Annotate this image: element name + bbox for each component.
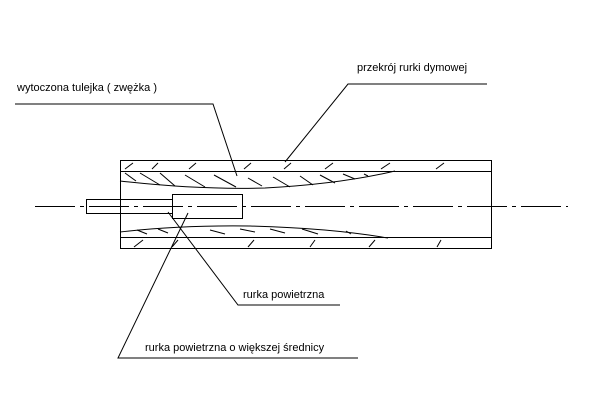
- bushing-upper-curve: [119, 170, 396, 189]
- bushing-hatching: [124, 172, 369, 235]
- leader-lines: [15, 83, 487, 359]
- leader-bushing: [15, 103, 238, 177]
- bushing-lower-curve: [119, 225, 389, 239]
- smoke-tube-outline: [120, 160, 492, 249]
- label-air-tube: rurka powietrzna: [243, 289, 325, 301]
- label-bushing: wytoczona tulejka ( zwężka ): [17, 82, 157, 94]
- leader-air-tube: [167, 211, 340, 306]
- label-air-tube-larger: rurka powietrzna o większej średnicy: [145, 342, 325, 354]
- leader-smoke-tube: [284, 83, 487, 163]
- air-tube-larger: [172, 194, 243, 219]
- leader-air-tube-larger: [117, 212, 358, 359]
- wall-hatching: [124, 162, 445, 248]
- label-smoke-tube-section: przekrój rurki dymowej: [357, 62, 468, 74]
